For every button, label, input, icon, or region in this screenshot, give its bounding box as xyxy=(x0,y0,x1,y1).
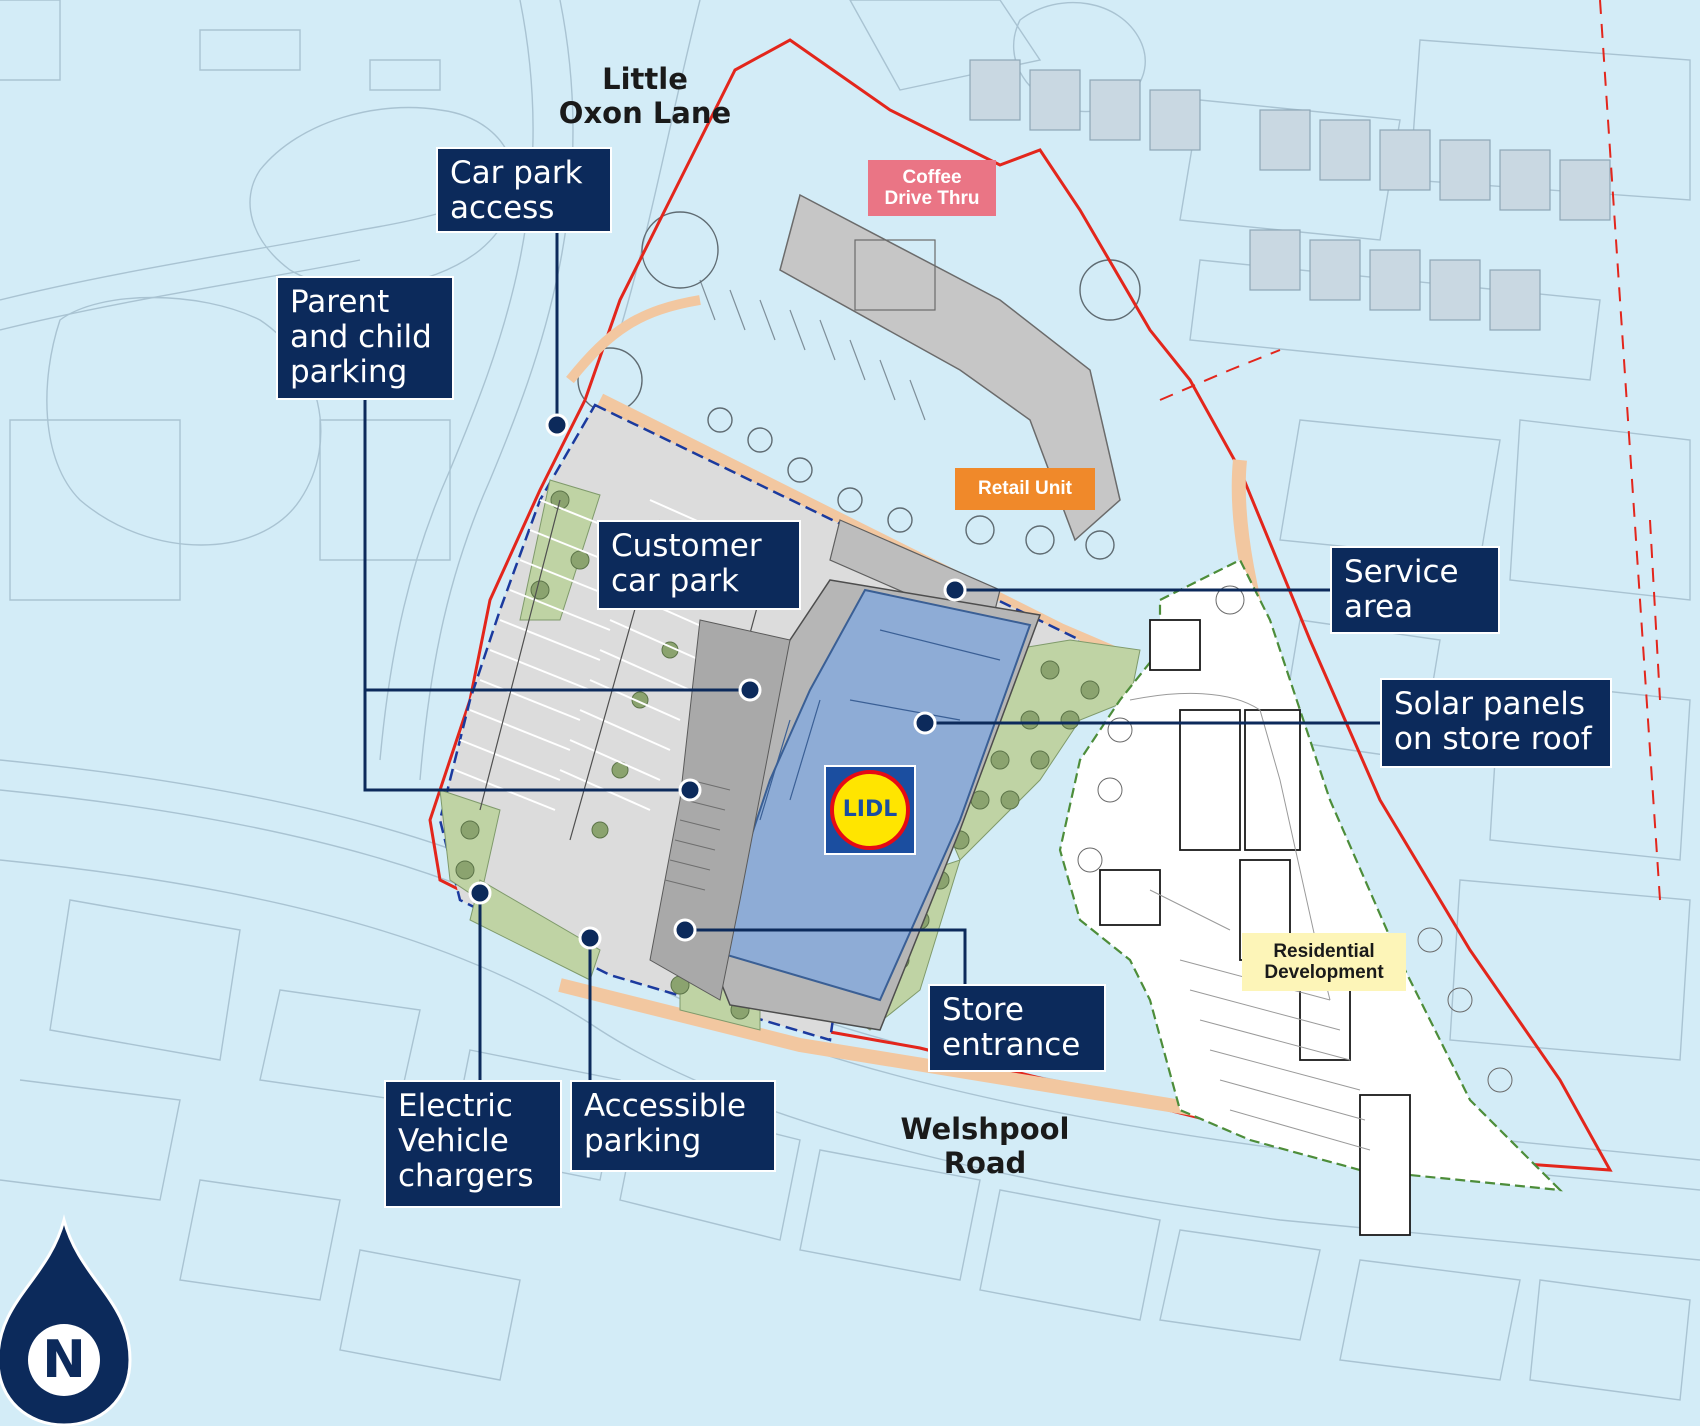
callout-solar-panels: Solar panels on store roof xyxy=(1380,678,1612,768)
callout-line: car park xyxy=(611,563,740,599)
callout-customer-car-park: Customer car park xyxy=(597,520,801,610)
road-label-little-oxon-lane: Little Oxon Lane xyxy=(540,62,750,130)
tag-line: Development xyxy=(1264,962,1384,983)
callout-ev-chargers: Electric Vehicle chargers xyxy=(384,1080,562,1208)
callout-line: chargers xyxy=(398,1158,534,1194)
callout-line: Store xyxy=(942,992,1024,1028)
callout-line: on store roof xyxy=(1394,721,1592,757)
tag-line: Coffee xyxy=(902,167,962,188)
callout-line: entrance xyxy=(942,1027,1081,1063)
callout-line: Car park xyxy=(450,155,583,191)
tag-retail-unit: Retail Unit xyxy=(955,468,1095,510)
callout-line: parking xyxy=(290,354,408,390)
callout-line: Accessible xyxy=(584,1088,747,1124)
callout-line: parking xyxy=(584,1123,702,1159)
callout-service-area: Service area xyxy=(1330,546,1500,634)
road-label-line: Little xyxy=(602,62,688,96)
callout-car-park-access: Car park access xyxy=(436,147,612,233)
road-label-line: Road xyxy=(943,1146,1027,1180)
callout-line: area xyxy=(1344,589,1414,625)
lidl-logo-text: LIDL xyxy=(842,797,898,822)
callout-line: Customer xyxy=(611,528,762,564)
road-label-line: Oxon Lane xyxy=(558,96,732,130)
tag-line: Residential xyxy=(1273,941,1375,962)
retail-building xyxy=(779,193,1121,542)
callout-store-entrance: Store entrance xyxy=(928,984,1106,1072)
lidl-logo xyxy=(824,765,916,855)
callout-line: Service xyxy=(1344,554,1459,590)
callout-line: Solar panels xyxy=(1394,686,1586,722)
callout-line: access xyxy=(450,190,555,226)
north-arrow-icon: N xyxy=(42,1330,86,1390)
connector-lines xyxy=(363,232,1383,1082)
tag-residential-development: Residential Development xyxy=(1242,933,1406,991)
tag-line: Retail Unit xyxy=(978,478,1072,499)
callout-line: Electric xyxy=(398,1088,513,1124)
upper-site-area xyxy=(577,40,1250,560)
callout-line: Vehicle xyxy=(398,1123,509,1159)
road-label-welshpool-road: Welshpool Road xyxy=(880,1112,1090,1180)
callout-parent-child-parking: Parent and child parking xyxy=(276,276,454,400)
callout-line: and child xyxy=(290,319,432,355)
tag-coffee-drive-thru: Coffee Drive Thru xyxy=(868,160,996,216)
tag-line: Drive Thru xyxy=(884,188,980,209)
road-label-line: Welshpool xyxy=(900,1112,1070,1146)
terrace-houses xyxy=(969,59,1611,331)
callout-accessible-parking: Accessible parking xyxy=(570,1080,776,1172)
connector-dots xyxy=(468,413,967,950)
callout-line: Parent xyxy=(290,284,390,320)
